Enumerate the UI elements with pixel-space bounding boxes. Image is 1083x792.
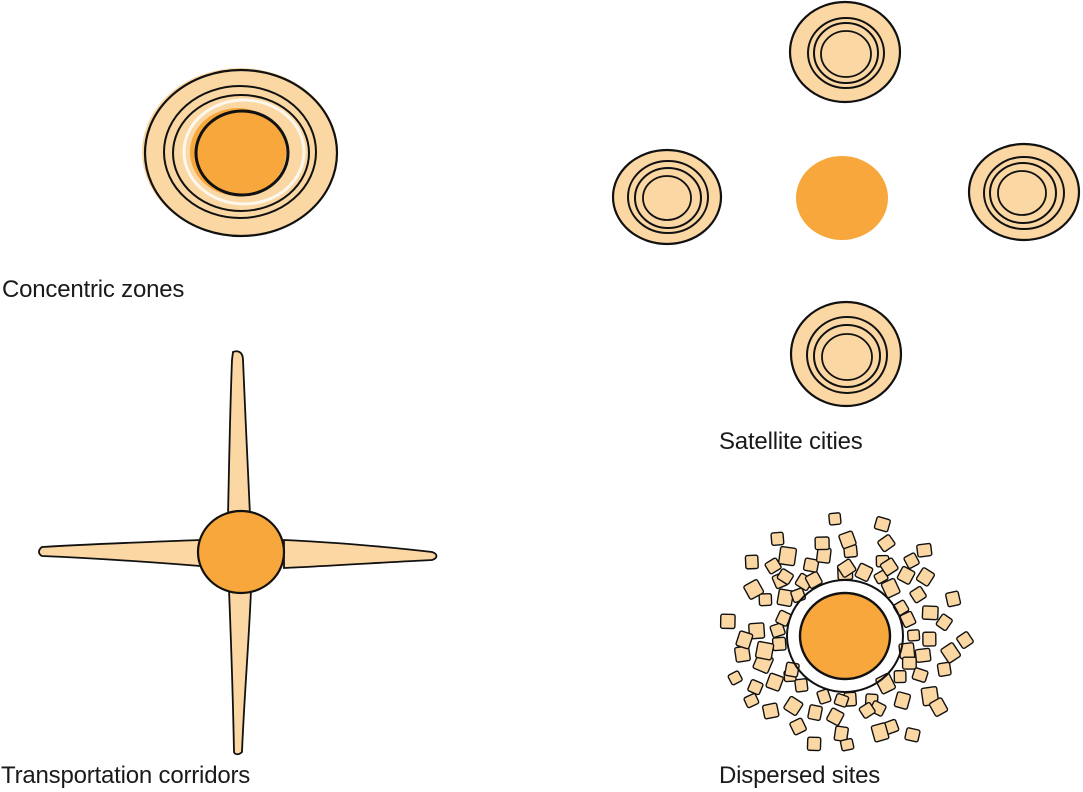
dispersed-block	[838, 530, 857, 550]
dispersed-block	[769, 622, 786, 638]
dispersed-blocks	[719, 512, 974, 752]
outer-zone-ring	[143, 68, 339, 238]
dispersed-block	[940, 642, 962, 664]
core-outline	[194, 109, 290, 197]
dispersed-block	[833, 692, 850, 708]
dispersed-block	[719, 613, 736, 630]
dispersed-block	[765, 672, 784, 692]
dispersed-block	[778, 545, 798, 567]
dispersed-block	[743, 579, 765, 600]
dispersed-block	[802, 557, 820, 573]
central-city-fill	[796, 156, 888, 240]
dispersed-block	[743, 693, 760, 709]
dispersed-block	[928, 697, 949, 717]
dispersed-core-outline	[798, 591, 892, 681]
dispersed-block	[901, 656, 917, 670]
dispersed-block	[922, 631, 937, 647]
dispersed-block	[744, 554, 759, 570]
dispersed-block	[771, 636, 787, 652]
dispersed-block	[899, 610, 917, 629]
dispersed-block	[754, 640, 775, 661]
corridor-west	[38, 539, 201, 567]
corridor-core-fill	[197, 510, 285, 594]
dispersed-block	[727, 670, 743, 686]
dispersed-block	[789, 717, 807, 736]
dispersed-block	[807, 704, 823, 722]
dispersed-block	[880, 577, 901, 599]
satellite-city-right	[967, 142, 1081, 242]
dispersed-sites-figure	[719, 512, 974, 752]
dispersed-block	[877, 534, 896, 553]
dispersed-ring	[786, 579, 904, 693]
dispersed-block	[875, 672, 897, 695]
concentric-zones-figure	[142, 68, 339, 238]
caption-transportation-corridors: Transportation corridors	[1, 762, 251, 789]
corridor-south	[228, 589, 252, 756]
dispersed-block	[893, 691, 912, 710]
zone-highlight	[182, 98, 306, 206]
dispersed-block	[956, 631, 974, 649]
dispersed-block	[936, 661, 952, 677]
satellite-city-top	[788, 0, 902, 104]
dispersed-block	[896, 565, 916, 585]
dispersed-block	[870, 722, 890, 743]
dispersed-block	[906, 629, 921, 642]
dispersed-block	[784, 661, 800, 678]
dispersed-block	[794, 678, 809, 693]
dispersed-block	[935, 613, 953, 632]
dispersed-block	[814, 536, 830, 551]
dispersed-block	[783, 695, 804, 716]
dispersed-block	[854, 562, 874, 582]
dispersed-block	[761, 702, 780, 720]
dispersed-block	[735, 630, 754, 650]
dispersed-core-fill	[799, 592, 891, 680]
dispersed-block	[747, 679, 764, 696]
core-fill	[190, 108, 286, 196]
dispersed-block	[915, 567, 936, 587]
dispersed-block	[839, 737, 855, 752]
dispersed-block	[776, 568, 794, 585]
dispersed-block	[806, 736, 822, 752]
dispersed-block	[816, 688, 832, 705]
dispersed-block	[916, 542, 933, 558]
dispersed-block	[828, 512, 842, 526]
dispersed-block	[893, 669, 907, 684]
dispersed-block	[858, 701, 876, 719]
dispersed-block	[879, 557, 899, 577]
dispersed-block	[826, 707, 845, 726]
corridor-east	[283, 539, 438, 569]
corridor-north	[227, 350, 251, 516]
satellite-city-bottom	[789, 300, 903, 408]
dispersed-block	[836, 558, 857, 578]
dispersed-block	[770, 531, 785, 547]
dispersed-block	[909, 585, 927, 604]
inner-zone-ring	[172, 94, 310, 212]
dispersed-block	[873, 516, 891, 533]
caption-satellite-cities: Satellite cities	[719, 428, 863, 455]
satellite-cities-figure	[611, 0, 1081, 408]
dispersed-block	[758, 592, 773, 607]
middle-zone-ring	[163, 85, 317, 219]
dispersed-block	[911, 667, 929, 683]
transportation-corridors-figure	[38, 350, 438, 756]
corridor-core-outline	[196, 509, 286, 595]
dispersed-block	[914, 647, 932, 664]
satellite-city-left	[611, 148, 723, 246]
caption-concentric-zones: Concentric zones	[2, 276, 185, 303]
dispersed-block	[904, 727, 921, 743]
dispersed-block	[945, 590, 962, 608]
dispersed-block	[921, 605, 939, 621]
dispersed-block	[903, 552, 920, 569]
caption-dispersed-sites: Dispersed sites	[719, 762, 881, 789]
